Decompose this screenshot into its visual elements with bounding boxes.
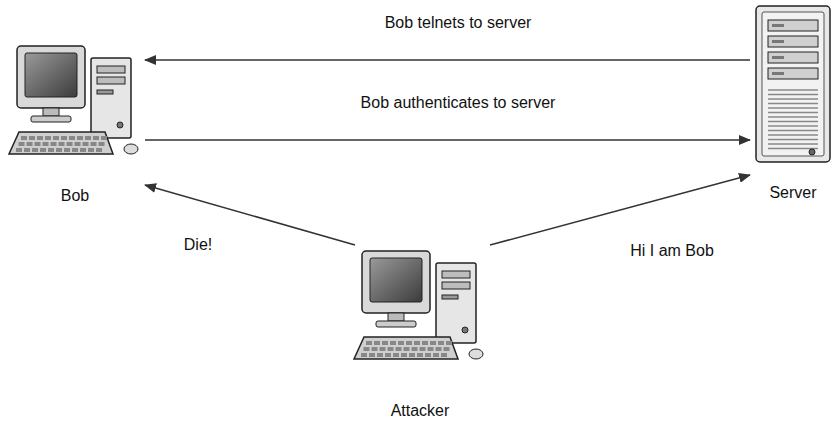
computer-illustration [350,245,490,365]
node-label: Bob [5,186,145,205]
edge-label: Die! [181,235,215,254]
node-label: Server [750,183,836,202]
computer-illustration [5,40,145,160]
arrow-connector [145,185,355,245]
arrow-connector [145,139,750,141]
arrow-connector [490,175,750,245]
arrow-connector [145,59,750,61]
attacker-node: Attacker [345,245,495,420]
computer-illustration [750,2,836,167]
workstation-node: Bob [5,40,145,205]
edge-label: Bob authenticates to server [358,93,559,112]
node-label: Attacker [345,401,495,420]
edge-label: Bob telnets to server [382,13,535,32]
server-node: Server [750,2,836,202]
edge-label: Hi I am Bob [627,241,717,260]
